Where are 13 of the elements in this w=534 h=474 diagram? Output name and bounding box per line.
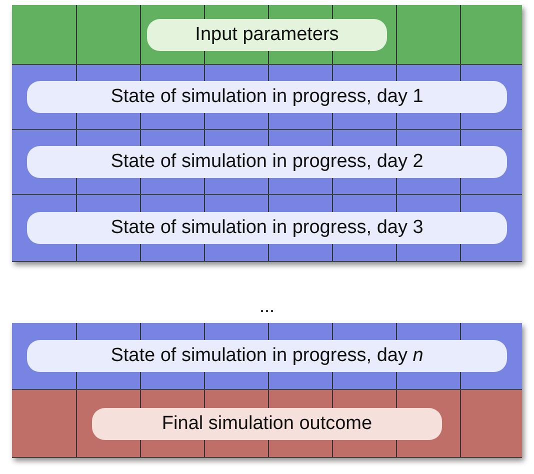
layer-label: State of simulation in progress, day 2 [27,146,507,178]
layer-band [12,390,522,458]
layer-band [12,195,522,262]
layer-label: State of simulation in progress, day 3 [27,212,507,244]
layer-label: Input parameters [147,18,387,50]
layer-label: State of simulation in progress, day n [27,340,507,372]
layer-band [12,130,522,195]
layer-band [12,65,522,130]
layer-label: State of simulation in progress, day 1 [27,81,507,113]
layer-band [12,5,522,65]
layer-label: Final simulation outcome [92,408,442,440]
layer-band [12,323,522,390]
ellipsis-text: ... [259,296,274,317]
